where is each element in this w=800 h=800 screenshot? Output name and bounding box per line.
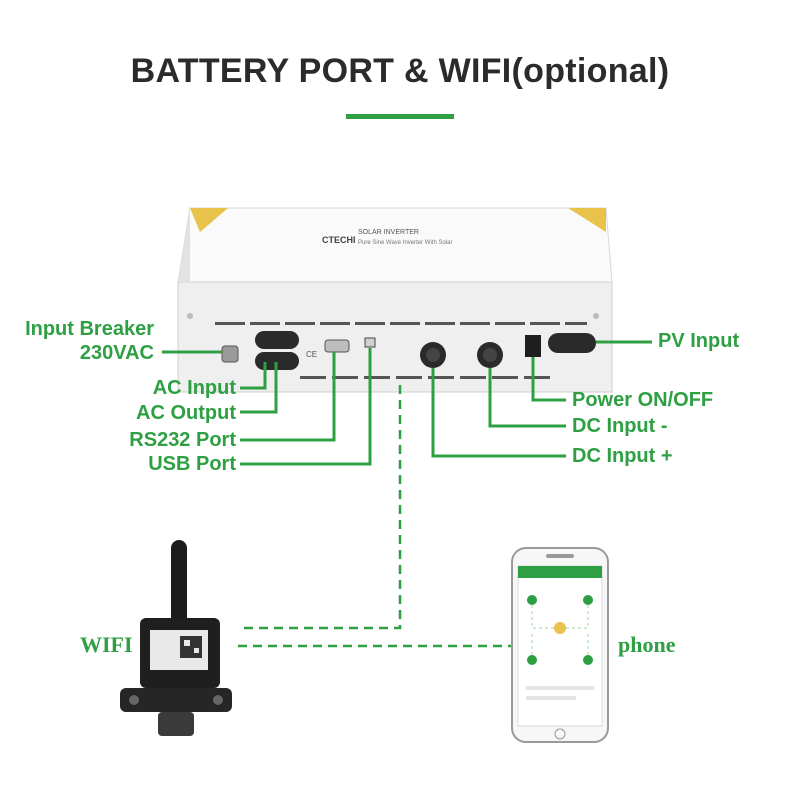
app-flow-lines <box>531 605 589 655</box>
app-text-line <box>526 696 576 700</box>
inverter-unit: CTECHI SOLAR INVERTER Pure Sine Wave Inv… <box>177 207 613 393</box>
app-node <box>554 622 566 634</box>
rs232-port <box>324 339 350 353</box>
wifi-link-vertical <box>238 385 402 630</box>
inverter-accent-left <box>190 208 228 232</box>
leader-ac-output <box>240 362 278 414</box>
app-text-line <box>526 686 594 690</box>
label-usb: USB Port <box>148 453 236 475</box>
wifi-link <box>238 385 512 648</box>
device-subtitle: Pure Sine Wave Inverter With Solar <box>358 240 452 246</box>
leader-lines <box>162 340 652 466</box>
qr-code <box>180 636 202 658</box>
label-wifi: WIFI <box>80 632 133 657</box>
inverter-front-face <box>177 281 613 393</box>
phone-speaker <box>546 554 574 558</box>
app-node <box>583 655 593 665</box>
wifi-dongle <box>120 540 232 736</box>
phone-illustration <box>511 547 609 743</box>
label-phone: phone <box>618 632 676 657</box>
label-pv-input: PV Input <box>658 330 740 352</box>
wifi-connector-flange <box>120 688 232 712</box>
qr-code-cell <box>194 648 199 653</box>
wifi-connector-hole <box>129 695 139 705</box>
leader-usb <box>240 348 372 466</box>
inverter-side <box>178 208 190 282</box>
usb-port <box>364 337 376 348</box>
leader-dc-plus <box>431 368 566 458</box>
wifi-antenna <box>171 540 187 626</box>
title-underline <box>346 114 454 119</box>
label-dc-plus: DC Input + <box>572 445 673 467</box>
qr-code-cell <box>184 640 190 646</box>
pv-input-port <box>548 333 596 353</box>
leader-power <box>531 357 566 402</box>
label-ac-input: AC Input <box>152 377 236 399</box>
app-node <box>583 595 593 605</box>
wifi-db9-plug <box>158 712 194 736</box>
leader-rs232 <box>240 352 336 442</box>
input-breaker-port <box>221 345 239 363</box>
screw <box>187 313 193 319</box>
ac-input-port <box>255 331 299 349</box>
label-input-breaker-voltage: 230VAC <box>79 342 154 364</box>
label-dc-minus: DC Input - <box>572 415 668 437</box>
label-rs232: RS232 Port <box>129 429 236 451</box>
vent-slots <box>215 322 587 379</box>
label-power: Power ON/OFF <box>572 389 714 411</box>
app-node <box>527 595 537 605</box>
device-brand: CTECHI <box>322 235 356 245</box>
leader-ac-input <box>240 362 267 390</box>
ce-mark: CE <box>306 350 317 359</box>
dc-minus-port-inner <box>483 348 497 362</box>
phone-home-button <box>554 728 566 740</box>
screw <box>593 313 599 319</box>
device-model: SOLAR INVERTER <box>358 229 419 236</box>
power-switch <box>525 335 541 357</box>
wifi-connector-hole <box>213 695 223 705</box>
label-input-breaker: Input Breaker <box>25 318 154 340</box>
phone-app-header <box>518 566 602 578</box>
page-title: BATTERY PORT & WIFI(optional) <box>130 52 670 90</box>
leader-dc-minus <box>488 368 566 428</box>
app-node <box>527 655 537 665</box>
dc-plus-port-inner <box>426 348 440 362</box>
label-ac-output: AC Output <box>136 402 236 424</box>
phone-screen <box>517 565 603 727</box>
inverter-accent-right <box>568 208 606 232</box>
